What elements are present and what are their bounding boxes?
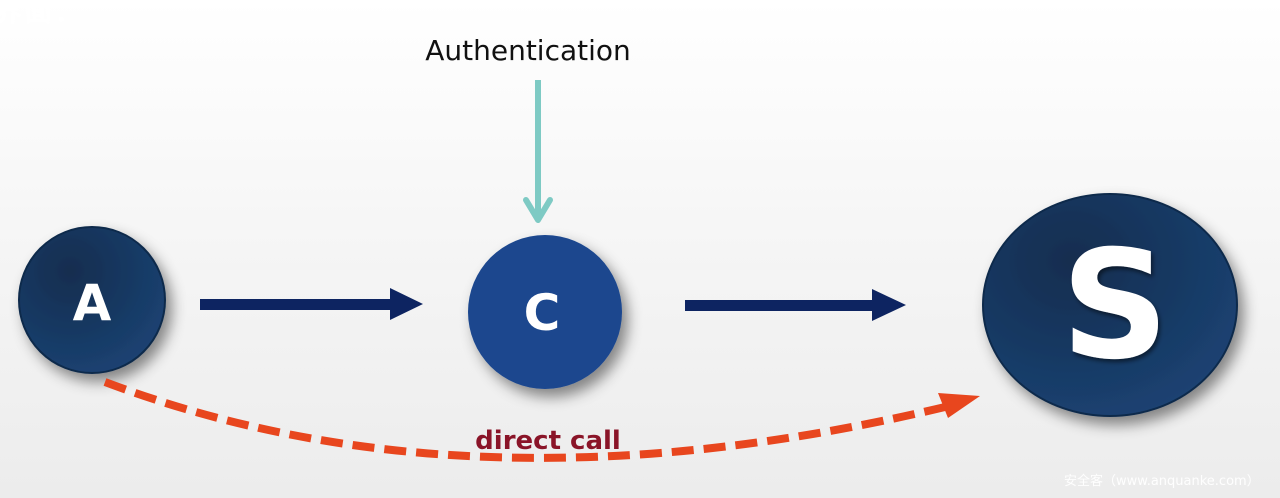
cropped-title: 界面： [0,0,85,28]
direct-call-arrow [103,378,980,462]
arrow-c-to-s [685,289,906,321]
auth-arrow [523,80,553,223]
direct-call-label: direct call [475,426,621,456]
node-c-label: C [524,284,561,342]
node-s-label: S [1061,219,1169,393]
node-s[interactable]: S [982,193,1238,417]
watermark: 安全客（www.anquanke.com） [1064,474,1260,489]
arrow-a-to-c [200,288,423,320]
node-c[interactable]: C [468,235,622,389]
node-a-label: A [73,274,112,332]
node-a[interactable]: A [18,226,166,374]
authentication-label: Authentication [425,34,631,67]
